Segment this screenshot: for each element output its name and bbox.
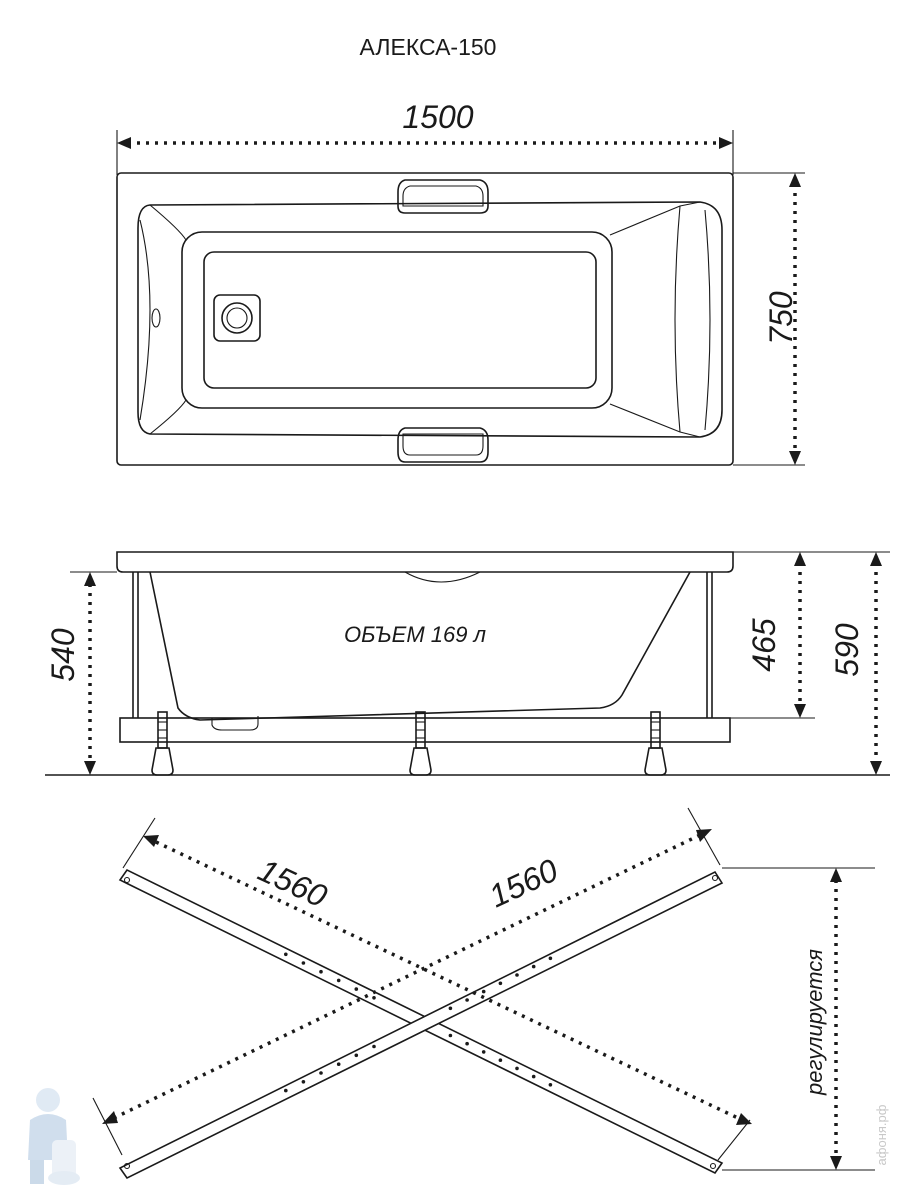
total-height-dimension: 590 [815,551,890,775]
frame-hole [498,1058,503,1062]
frame-hole [531,1074,536,1079]
frame-left-dimension: 1560 [122,817,752,1161]
frame-hole [548,1083,553,1087]
model-title: АЛЕКСА-150 [360,34,497,60]
side-view: ОБЪЕМ 169 л 540 465 590 [45,551,890,776]
frame-left-label: 1560 [253,852,333,915]
frame-hole [319,1071,323,1075]
frame-hole [372,996,376,1000]
frame-hole [465,998,469,1002]
overflow-icon [151,308,161,328]
frame-hole [515,1066,519,1071]
frame-hole [465,1041,469,1046]
frame-hole [372,1044,376,1049]
frame-bar-right [118,870,724,1180]
depth-label: 465 [746,618,782,672]
height-with-legs-label: 540 [45,628,81,682]
frame-hole [481,989,486,994]
width-label: 750 [763,291,799,345]
frame-hole [336,978,341,983]
leg-left-icon [151,711,174,776]
frame-hole [319,969,323,974]
leg-right-icon [644,711,667,776]
total-height-label: 590 [829,623,865,677]
frame-hole [515,973,519,977]
plumber-logo [28,1088,80,1185]
frame-hole [498,981,503,986]
length-label: 1500 [402,99,473,135]
frame-hole [301,1080,306,1084]
watermark-text: афоня.рф [874,1104,889,1165]
frame-hole [354,1053,359,1058]
frame-view: 1560 1560 регулируется [92,807,875,1180]
handle-top-icon [397,179,489,214]
frame-hole [531,964,536,969]
frame-hole [481,1050,486,1054]
length-dimension: 1500 [116,99,734,175]
depth-dimension: 465 [730,551,815,719]
adjustable-label: регулируется [802,949,827,1096]
adjustable-dimension: регулируется [722,867,875,1171]
handle-bottom-icon [397,427,489,463]
frame-hole [284,1088,288,1093]
frame-hole [448,1006,453,1011]
frame-hole [301,961,306,965]
top-view: 1500 750 [116,99,805,466]
frame-hole [284,952,288,957]
frame-right-dimension: 1560 [92,807,721,1156]
drain-icon [213,294,261,342]
height-with-legs-dimension: 540 [45,571,117,775]
leg-middle-icon [409,711,432,776]
frame-hole [336,1062,341,1066]
frame-hole [448,1033,453,1038]
frame-hole [354,987,359,991]
frame-hole [548,956,553,961]
volume-label: ОБЪЕМ 169 л [344,622,486,647]
width-dimension: 750 [733,172,805,466]
